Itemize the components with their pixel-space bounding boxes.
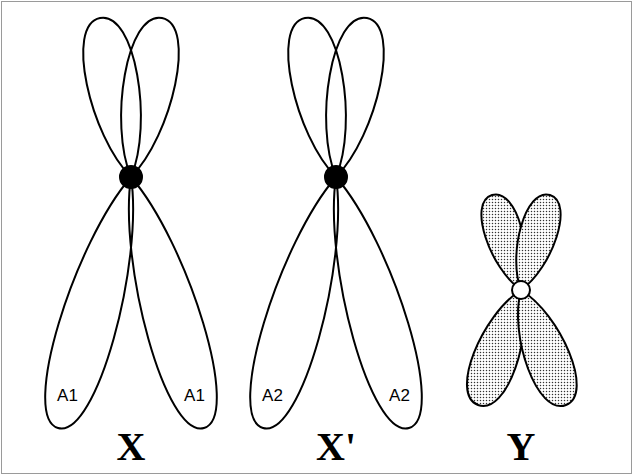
chromatid-arm bbox=[129, 177, 217, 429]
chromatid-arm bbox=[83, 18, 141, 177]
chromatid-arm bbox=[250, 177, 338, 429]
chromosome-label: X' bbox=[316, 427, 356, 467]
chromosome: A2 A2X' bbox=[232, 6, 447, 472]
allele-label: A1 bbox=[184, 387, 205, 404]
chromatid-arm bbox=[467, 290, 524, 406]
allele-label: A1 bbox=[57, 387, 78, 404]
centromere bbox=[512, 281, 530, 299]
chromosome: A1 A1X bbox=[25, 6, 240, 472]
chromatid-arm bbox=[334, 177, 422, 429]
allele-label: A2 bbox=[389, 387, 410, 404]
chromatid-arm bbox=[518, 290, 577, 406]
chromatid-arm bbox=[45, 177, 133, 429]
chromosome-label: X bbox=[117, 427, 146, 467]
allele-label: A2 bbox=[262, 387, 283, 404]
centromere bbox=[120, 166, 142, 188]
centromere bbox=[325, 166, 347, 188]
chromatid-arm bbox=[516, 194, 560, 290]
chromatid-arm bbox=[121, 18, 179, 177]
chromatid-arm bbox=[326, 18, 384, 177]
chromatid-arm bbox=[288, 18, 346, 177]
chromosome-label: Y bbox=[507, 427, 536, 467]
chromosome: Y bbox=[440, 180, 615, 472]
